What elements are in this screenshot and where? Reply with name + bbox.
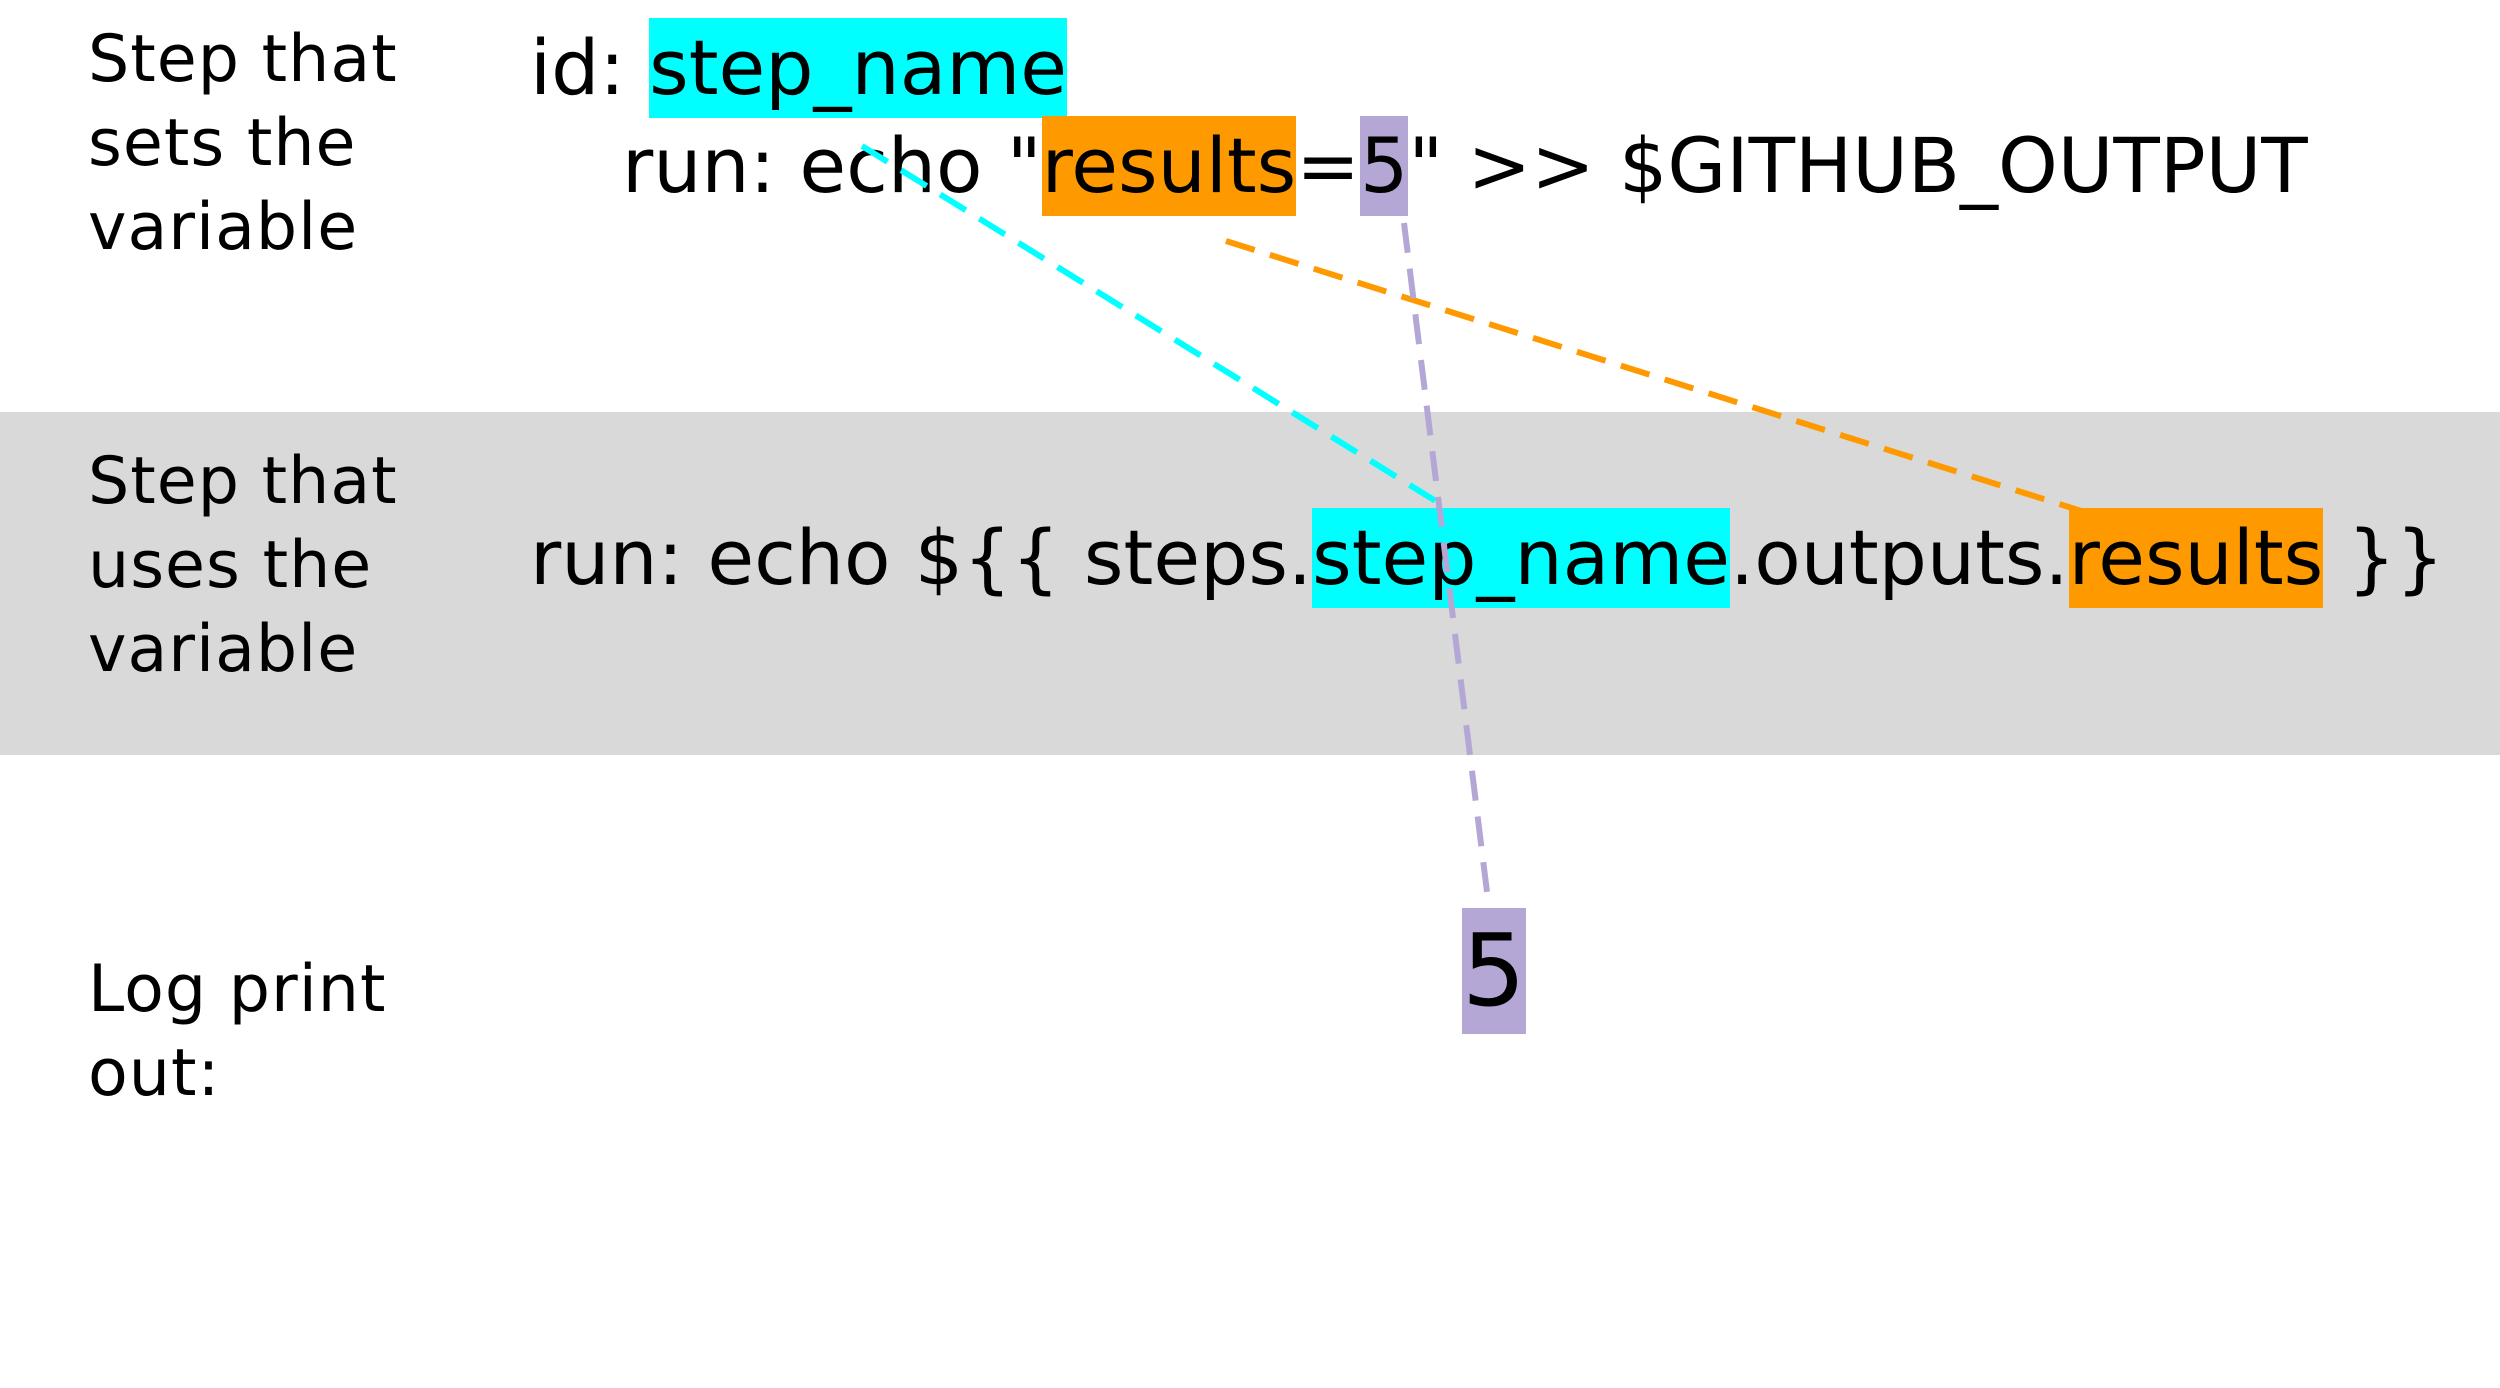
run-suffix: " >> $GITHUB_OUTPUT bbox=[1408, 121, 2308, 210]
run-prefix: run: echo " bbox=[622, 121, 1042, 210]
equals-sign: = bbox=[1296, 121, 1360, 210]
label-line: Step that bbox=[88, 22, 398, 97]
set-step-name-highlight: step_name bbox=[649, 18, 1068, 118]
label-line: Step that bbox=[88, 444, 398, 519]
label-line: out: bbox=[88, 1036, 221, 1111]
use-suffix: }} bbox=[2323, 513, 2445, 602]
id-prefix: id: bbox=[530, 23, 650, 112]
log-output-value: 5 bbox=[1462, 908, 1526, 1034]
set-step-run-line: run: echo "results=5" >> $GITHUB_OUTPUT bbox=[622, 116, 2308, 216]
use-step-name-highlight: step_name bbox=[1312, 508, 1731, 608]
set-value-highlight: 5 bbox=[1359, 116, 1409, 216]
label-line: sets the bbox=[88, 106, 357, 181]
label-line: variable bbox=[88, 612, 359, 687]
set-var-name-highlight: results bbox=[1041, 116, 1297, 216]
use-step-run-line: run: echo ${{ steps.step_name.outputs.re… bbox=[530, 508, 2444, 608]
label-line: Log print bbox=[88, 952, 387, 1027]
label-line: uses the bbox=[88, 528, 373, 603]
label-line: variable bbox=[88, 190, 359, 265]
set-step-id-line: id: step_name bbox=[530, 18, 1068, 118]
label-uses-variable: Step that uses the variable bbox=[88, 440, 398, 692]
use-prefix: run: echo ${{ steps. bbox=[530, 513, 1313, 602]
label-log-print-out: Log print out: bbox=[88, 948, 387, 1116]
log-value-highlight: 5 bbox=[1462, 908, 1526, 1034]
use-var-name-highlight: results bbox=[2068, 508, 2324, 608]
use-middle: .outputs. bbox=[1730, 513, 2069, 602]
label-sets-variable: Step that sets the variable bbox=[88, 18, 398, 270]
